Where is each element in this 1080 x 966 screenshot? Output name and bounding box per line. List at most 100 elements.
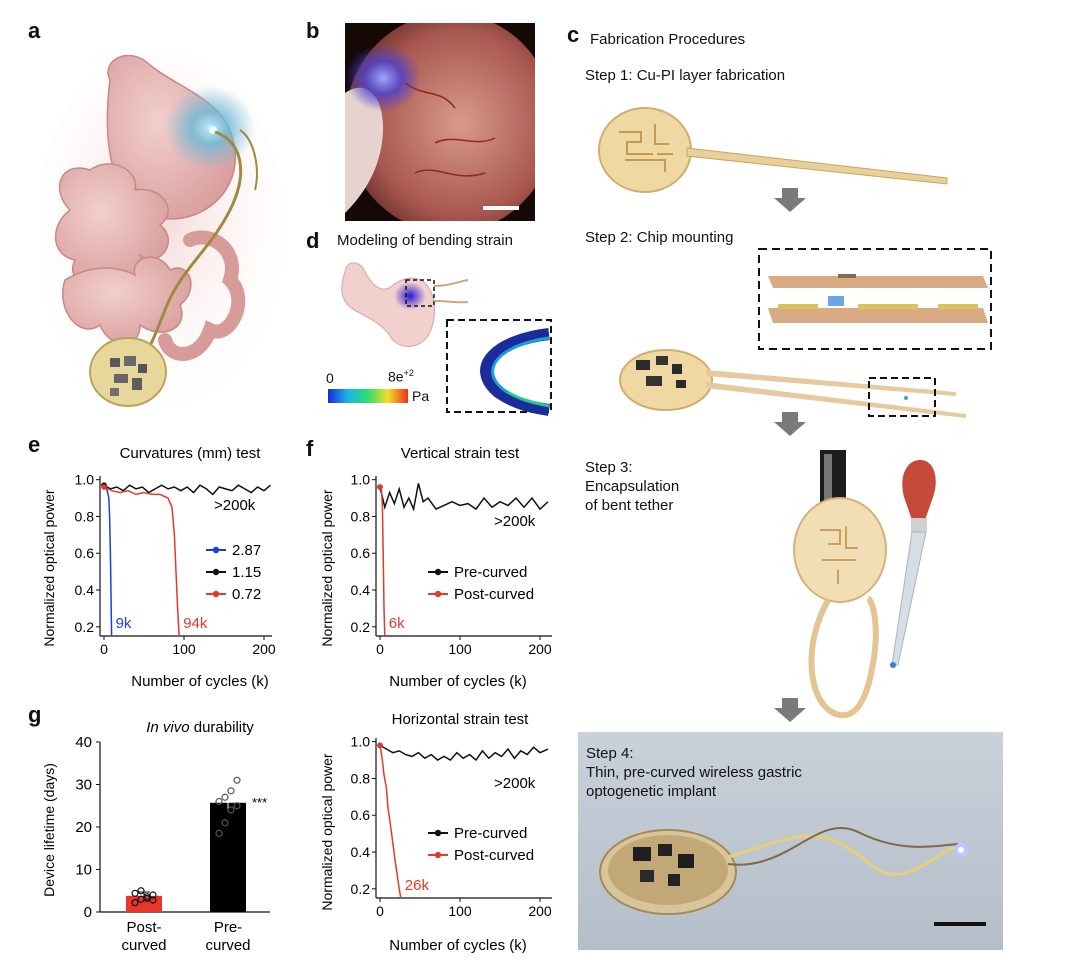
chart-e-ytick-label: 0.8 — [75, 508, 95, 524]
chart-f2-legend-label-1: Post-curved — [454, 847, 534, 864]
chart-f1-legend-marker-1 — [434, 590, 442, 598]
chart-g-category-label-line1: Post- — [126, 919, 161, 936]
step4-label: Step 4: Thin, pre-curved wireless gastri… — [586, 744, 802, 801]
chart-f2-xlabel: Number of cycles (k) — [389, 937, 527, 954]
chart-e-ytick-label: 0.4 — [75, 582, 95, 598]
colorbar-min-label: 0 — [326, 370, 334, 386]
chart-e-xtick-label: 200 — [252, 641, 276, 657]
chart-g-ylabel: Device lifetime (days) — [41, 763, 57, 897]
chip-mounted-device-illustration — [619, 349, 966, 418]
chart-e-series-end-label-0: 9k — [116, 615, 132, 632]
chart-e-title: Curvatures (mm) test — [120, 445, 262, 462]
step4-line-1: Step 4: — [586, 745, 634, 762]
chart-e-xtick-label: 100 — [172, 641, 196, 657]
chart-f2-series-start-point-1 — [377, 742, 383, 749]
step3-line-3: of bent tether — [585, 497, 674, 514]
chart-e-legend-marker-2 — [212, 590, 220, 598]
chart-g-ytick-label: 10 — [75, 862, 92, 879]
chart-e-series-line-2 — [103, 486, 180, 637]
chart-f2-legend-marker-0 — [434, 829, 442, 837]
chart-f1-xtick-label: 200 — [528, 641, 552, 657]
panel-label-e: e — [28, 432, 41, 457]
colorbar-max-base: 8e — [388, 368, 404, 385]
chart-f1-annotation: >200k — [494, 513, 536, 530]
step3-line-1: Step 3: — [585, 459, 633, 476]
chart-e-legend-marker-0 — [212, 546, 220, 554]
panel-d-title: Modeling of bending strain — [337, 232, 513, 249]
chart-g-point — [137, 887, 145, 895]
chart-f2-legend-marker-1 — [434, 851, 442, 859]
chart-f2-xtick-label: 0 — [376, 903, 384, 919]
chart-e-legend-label-0: 2.87 — [232, 542, 261, 559]
arrow-down-icon-3 — [774, 698, 806, 722]
panel-label-f: f — [306, 436, 314, 461]
chart-e-ylabel: Normalized optical power — [41, 489, 57, 647]
chart-g-category-label-line1: Pre- — [214, 919, 242, 936]
chart-e-ytick-label: 1.0 — [75, 472, 95, 488]
panel-label-b: b — [306, 18, 320, 43]
chart-e-series-line-0 — [103, 484, 113, 637]
chart-f1-ytick-label: 0.6 — [351, 545, 371, 561]
chart-f2-series-line-1 — [379, 745, 402, 899]
panel-label-a: a — [28, 18, 41, 43]
chart-f2-ytick-label: 0.4 — [351, 844, 371, 860]
chart-f2-series-end-label-1: 26k — [405, 877, 430, 894]
chart-f1-legend-label-0: Pre-curved — [454, 564, 527, 581]
chart-f1-ytick-label: 0.2 — [351, 619, 371, 635]
chart-f1-xlabel: Number of cycles (k) — [389, 673, 527, 690]
chart-f1-xtick-label: 0 — [376, 641, 384, 657]
chart-g-title-italic: In vivo — [146, 719, 189, 736]
chart-f1-ylabel: Normalized optical power — [320, 489, 335, 647]
step4-photo: Step 4: Thin, pre-curved wireless gastri… — [578, 732, 1003, 950]
chart-g-point — [149, 891, 157, 899]
chart-e-xtick-label: 0 — [100, 641, 108, 657]
encapsulation-illustration — [793, 450, 936, 719]
chart-g-point — [221, 793, 229, 801]
chart-f2-ytick-label: 0.2 — [351, 881, 371, 897]
chart-e-ytick-label: 0.2 — [75, 619, 95, 635]
chart-f1-series-line-0 — [379, 483, 549, 512]
panel-c-title: Fabrication Procedures — [590, 31, 746, 48]
chart-g-ytick-label: 30 — [75, 777, 92, 794]
chart-f2-series-line-0 — [379, 744, 549, 762]
chart-g-ytick-label: 40 — [75, 734, 92, 751]
chart-f2-ytick-label: 0.6 — [351, 807, 371, 823]
chart-e-series-line-1 — [103, 484, 271, 496]
chart-e-series-end-label-2: 94k — [183, 615, 208, 632]
chart-f1-series-line-1 — [379, 486, 386, 637]
step4-line-2: Thin, pre-curved wireless gastric — [586, 764, 802, 781]
chart-g-point — [227, 806, 235, 814]
step1-label: Step 1: Cu-PI layer fabrication — [585, 67, 786, 84]
chart-g-point — [233, 776, 241, 784]
chart-g-point — [215, 797, 223, 806]
chart-f1-xtick-label: 100 — [448, 641, 472, 657]
chip-mounting-zoom-inset — [758, 248, 992, 350]
chart-f1-ytick-label: 0.8 — [351, 508, 371, 524]
chart-e-annotation: >200k — [214, 497, 256, 514]
chart-e-xlabel: Number of cycles (k) — [131, 673, 269, 690]
panel-label-c: c — [567, 22, 580, 47]
colorbar-max-exponent: +2 — [403, 368, 414, 378]
chart-f2-annotation: >200k — [494, 775, 536, 792]
bending-strain-model — [328, 262, 552, 416]
stomach-photo — [345, 23, 535, 221]
colorbar-max-label: 8e+2 — [388, 368, 414, 385]
chart-g-point — [131, 899, 139, 907]
chart-f1-title: Vertical strain test — [401, 445, 520, 462]
chart-f1-legend-label-1: Post-curved — [454, 586, 534, 603]
chart-f2-xtick-label: 100 — [448, 903, 472, 919]
chart-g: In vivo durability 010203040Post-curvedP… — [41, 719, 270, 952]
chart-g-point — [215, 829, 223, 837]
chart-f1-series-end-label-1: 6k — [389, 615, 405, 632]
chart-f2-ylabel: Normalized optical power — [320, 753, 335, 911]
chart-f2-xtick-label: 200 — [528, 903, 552, 919]
chart-e-legend-label-1: 1.15 — [232, 564, 261, 581]
chart-g-bar-1 — [210, 802, 246, 912]
chart-f2-title: Horizontal strain test — [392, 711, 530, 728]
step3-label: Step 3: Encapsulation of bent tether — [585, 458, 679, 515]
chart-f1-legend-marker-0 — [434, 568, 442, 576]
chart-f1-series-start-point-1 — [377, 484, 383, 490]
chart-g-title-rest: durability — [190, 719, 255, 736]
chart-g-significance-label: *** — [252, 795, 267, 810]
